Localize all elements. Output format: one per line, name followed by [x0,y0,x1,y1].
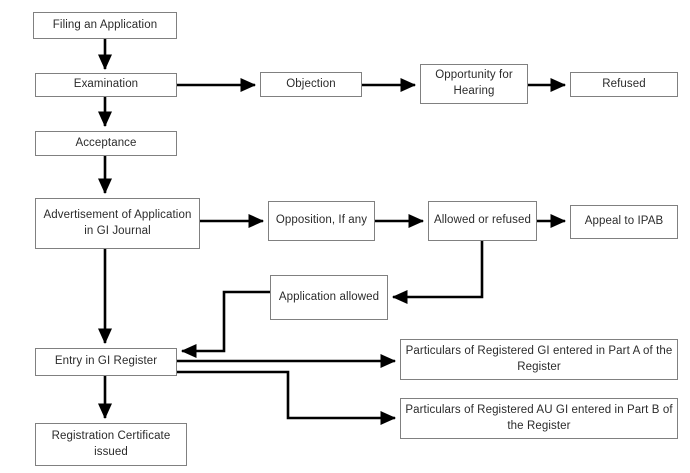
node-label: Opposition, If any [275,214,368,227]
node-label: Advertisement of Application in GI Journ… [43,208,192,237]
node-label: Application allowed [278,290,380,303]
node-registration-certificate-issued[interactable]: Registration Certificate issued [35,423,187,466]
node-refused[interactable]: Refused [570,72,678,97]
node-particulars-part-b[interactable]: Particulars of Registered AU GI entered … [400,398,678,439]
node-label: Refused [602,77,646,90]
node-label: Examination [73,78,139,91]
node-application-allowed[interactable]: Application allowed [270,275,388,320]
node-label: Opportunity for Hearing [435,69,513,97]
connector-allowed-or-refused-to-application-allowed [391,240,484,305]
node-allowed-or-refused[interactable]: Allowed or refused [428,201,537,241]
node-filing-an-application[interactable]: Filing an Application [33,12,177,39]
node-examination[interactable]: Examination [35,73,177,97]
node-advertisement-in-gi-journal[interactable]: Advertisement of Application in GI Journ… [35,198,200,249]
node-acceptance[interactable]: Acceptance [35,131,177,156]
node-opposition-if-any[interactable]: Opposition, If any [268,201,375,241]
node-label: Registration Certificate issued [51,429,171,458]
connector-entry-to-part-b [177,370,397,426]
node-label: Appeal to IPAB [584,215,664,228]
node-label: Particulars of Registered GI entered in … [405,344,673,373]
node-label: Filing an Application [52,18,158,31]
node-particulars-part-a[interactable]: Particulars of Registered GI entered in … [400,339,678,380]
connector-application-allowed-to-entry [180,290,270,359]
node-label: Entry in GI Register [54,355,158,368]
node-opportunity-for-hearing[interactable]: Opportunity for Hearing [420,64,528,104]
node-label: Objection [286,77,336,90]
node-objection[interactable]: Objection [260,72,362,97]
node-label: Particulars of Registered AU GI entered … [405,403,673,432]
node-appeal-to-ipab[interactable]: Appeal to IPAB [570,205,678,239]
node-entry-in-gi-register[interactable]: Entry in GI Register [35,348,177,376]
node-label: Allowed or refused [433,214,532,227]
node-label: Acceptance [75,136,137,149]
